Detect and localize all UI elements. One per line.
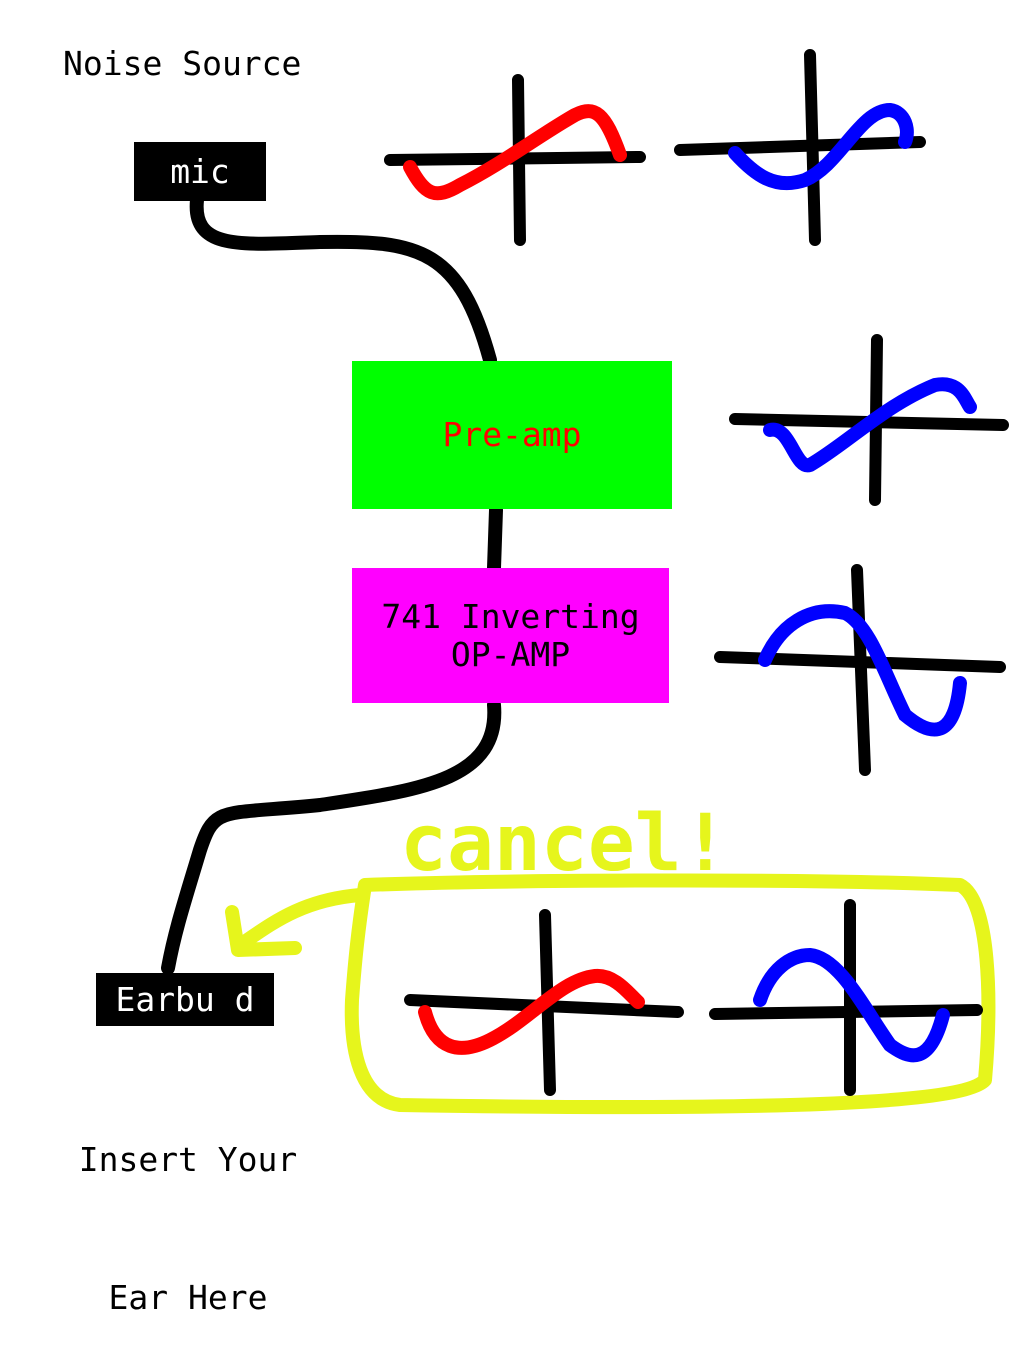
cancel-region-outline (344, 873, 996, 1115)
earbud-chip: Earbu d (96, 973, 274, 1026)
opamp-box: 741 Inverting OP-AMP (352, 568, 669, 703)
opamp-label-line1: 741 Inverting (381, 596, 640, 636)
mic-label: mic (170, 152, 230, 191)
noise-wave-graph (384, 74, 646, 246)
opamp-label-line2: OP-AMP (450, 634, 571, 674)
preamp-to-opamp-wire (487, 503, 503, 575)
opamp-to-earbud-wire (161, 698, 502, 975)
canceled-noise-graph (404, 909, 685, 1096)
input-signal-wave (728, 102, 914, 191)
earbud-label: Earbu d (115, 980, 255, 1019)
input-signal-graph (674, 49, 926, 246)
canceled-noise-wave (418, 968, 645, 1055)
preamp-label: Pre-amp (442, 415, 582, 455)
preamp-output-wave (763, 377, 977, 473)
noise-wave (403, 104, 627, 201)
mic-to-preamp-wire (189, 193, 497, 367)
wiring-layer (161, 193, 503, 975)
cancel-arrow (233, 888, 367, 952)
canceled-inverted-graph (709, 899, 983, 1096)
mic-chip: mic (134, 142, 266, 201)
preamp-output-graph (729, 334, 1009, 506)
cancel-annotation: cancel! (400, 799, 729, 889)
inverted-output-wave (758, 604, 967, 737)
preamp-box: Pre-amp (352, 361, 672, 509)
inverted-output-graph (714, 564, 1006, 776)
canceled-inverted-wave (753, 947, 950, 1063)
noise-source-label: Noise Source (63, 44, 302, 83)
cancel-annotation-layer: cancel! (225, 799, 996, 1115)
insert-ear-line2: Ear Here (108, 1278, 268, 1317)
cancel-arrow-head (225, 905, 302, 957)
